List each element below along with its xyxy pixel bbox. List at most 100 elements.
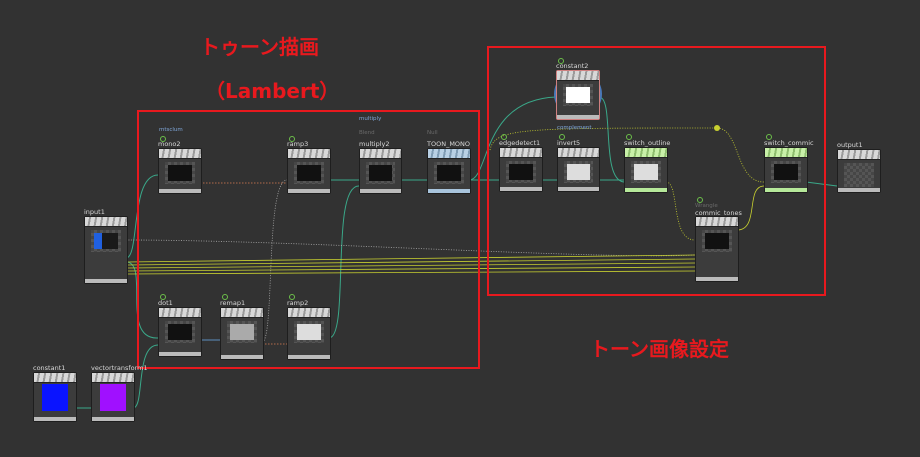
wire — [125, 258, 696, 266]
node-ramp3[interactable] — [287, 148, 331, 194]
node-header — [288, 149, 330, 159]
node-header — [838, 150, 880, 160]
node-footer — [288, 189, 330, 193]
node-viewer-toggle-icon[interactable] — [289, 136, 295, 142]
node-preview — [165, 321, 195, 343]
node-footer — [159, 352, 201, 356]
wire — [489, 127, 765, 183]
node-preview — [844, 163, 874, 187]
node-footer — [428, 189, 470, 193]
node-footer — [159, 189, 201, 193]
node-footer — [557, 115, 599, 119]
node-viewer-toggle-icon[interactable] — [501, 134, 507, 140]
node-footer — [221, 355, 263, 359]
wire — [261, 179, 288, 343]
node-header — [696, 217, 738, 227]
node-label: commic_tones — [695, 209, 742, 217]
comment-complement: complement — [557, 125, 592, 131]
comment-multiply: multiply — [359, 116, 382, 122]
node-vectortransform1[interactable] — [91, 372, 135, 422]
wire — [125, 254, 696, 263]
node-invert5[interactable] — [557, 147, 600, 192]
node-preview — [434, 162, 464, 184]
node-commic-tones[interactable] — [695, 216, 739, 282]
node-header — [221, 308, 263, 318]
node-viewer-toggle-icon[interactable] — [626, 134, 632, 140]
node-footer — [92, 417, 134, 421]
node-preview — [100, 384, 126, 411]
wire — [132, 344, 159, 409]
node-preview — [366, 162, 395, 184]
node-viewer-toggle-icon[interactable] — [222, 294, 228, 300]
node-footer — [696, 277, 738, 281]
node-header — [625, 148, 667, 158]
node-footer — [558, 187, 599, 191]
node-edgedetect1[interactable] — [499, 147, 543, 192]
node-label: invert5 — [557, 139, 581, 147]
wire — [598, 96, 625, 183]
node-switch-commic[interactable] — [764, 147, 808, 193]
node-footer — [838, 188, 880, 192]
node-preview — [91, 230, 121, 252]
node-viewer-toggle-icon[interactable] — [289, 294, 295, 300]
node-header — [159, 149, 201, 159]
node-header — [428, 149, 470, 159]
node-label: multiply2 — [359, 140, 390, 148]
node-constant2[interactable] — [556, 70, 600, 120]
node-label: output1 — [837, 141, 863, 149]
node-label: ramp2 — [287, 299, 309, 307]
node-dot1[interactable] — [158, 307, 202, 357]
node-viewer-toggle-icon[interactable] — [160, 294, 166, 300]
node-footer — [500, 187, 542, 191]
node-preview — [631, 161, 661, 183]
wire — [468, 96, 557, 181]
node-viewer-toggle-icon[interactable] — [160, 136, 166, 142]
node-label: vectortransform1 — [91, 364, 148, 372]
node-header — [558, 148, 599, 158]
node-remap1[interactable] — [220, 307, 264, 360]
node-multiply2[interactable] — [359, 148, 402, 194]
node-label: switch_outline — [624, 139, 671, 147]
node-type: Blend — [359, 130, 375, 136]
wire — [125, 174, 159, 259]
node-type: Wrangle — [695, 203, 718, 209]
node-header — [557, 71, 599, 81]
node-viewer-toggle-icon[interactable] — [558, 58, 564, 64]
tone-image-group — [487, 46, 826, 296]
node-label: TOON_MONO — [427, 140, 471, 148]
node-label: dot1 — [158, 299, 173, 307]
node-viewer-toggle-icon[interactable] — [766, 134, 772, 140]
node-label: edgedetect1 — [499, 139, 541, 147]
wire — [125, 262, 696, 269]
wire — [736, 185, 765, 231]
node-header — [360, 149, 401, 159]
node-mono2[interactable] — [158, 148, 202, 194]
switch-dot — [714, 125, 720, 131]
node-viewer-toggle-icon[interactable] — [559, 134, 565, 140]
node-header — [85, 217, 127, 227]
wire — [125, 270, 696, 275]
node-toon-mono[interactable] — [427, 148, 471, 194]
node-footer — [625, 188, 667, 192]
node-output1[interactable] — [837, 149, 881, 193]
node-label: ramp3 — [287, 140, 309, 148]
node-label: mono2 — [158, 140, 181, 148]
node-label: switch_commic — [764, 139, 814, 147]
node-header — [159, 308, 201, 318]
node-footer — [85, 279, 127, 283]
node-label: constant2 — [556, 62, 589, 70]
node-switch-outline[interactable] — [624, 147, 668, 193]
node-footer — [288, 355, 330, 359]
node-preview — [294, 321, 324, 343]
node-type: Null — [427, 130, 438, 136]
wire — [805, 181, 838, 187]
tone-title: トーン画像設定 — [590, 337, 729, 361]
toon-subtitle: （Lambert） — [205, 79, 340, 103]
node-input1[interactable] — [84, 216, 128, 284]
node-header — [92, 373, 134, 383]
toon-render-group — [137, 110, 480, 369]
node-viewer-toggle-icon[interactable] — [697, 197, 703, 203]
node-preview — [563, 84, 593, 106]
node-ramp2[interactable] — [287, 307, 331, 360]
node-constant1[interactable] — [33, 372, 77, 422]
